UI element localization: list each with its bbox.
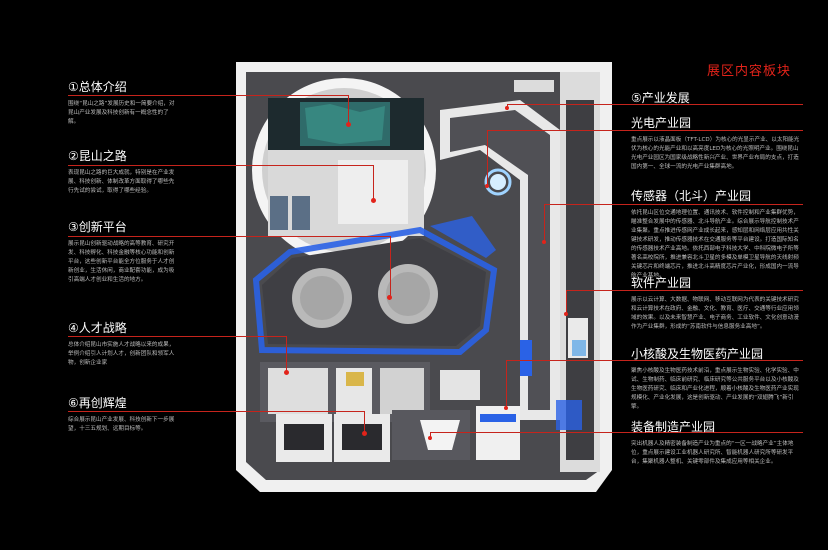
section-kunshan-road-body: 表现昆山之路的巨大成就，特别是在产业发展、科技创新、体制改革方面取得了哪些先行先… (68, 170, 175, 194)
section-sensor-heading: 传感器（北斗）产业园 (631, 189, 752, 203)
section-sensor-body: 依托昆山区位交通地理位置、通讯技术、软件控制和产业集群优势，瞄准整合发展中的传感… (631, 210, 799, 279)
section-innovation-platform: ③创新平台 展示昆山创新驱动战略的高等教育、研究开发、科技孵化、科技金融等核心功… (68, 219, 238, 285)
section-talent-strategy-body: 总体介绍昆山市实施人才战略以来的成果，举例介绍引人计划人才，创新团队和领军人物，… (68, 342, 175, 366)
section-optoelectronics-heading: 光电产业园 (631, 116, 692, 130)
section-nucleic-acid-biomedicine-park: 小核酸及生物医药产业园 聚焦小核酸及生物医药技术前沿，重点展示生物实验、化学实验… (631, 346, 803, 412)
corridor-floor (450, 110, 550, 410)
section-future-glory-body: 综合展示昆山产业发展、科技创新下一步展望，十三五规划、远期目标等。 (68, 417, 175, 432)
section-equipment-heading: 装备制造产业园 (631, 420, 716, 434)
industry-development-heading: ⑤产业发展 (631, 91, 690, 105)
section-future-glory: ⑥再创辉煌 综合展示昆山产业发展、科技创新下一步展望，十三五规划、远期目标等。 (68, 395, 238, 434)
section-kunshan-road-heading: ②昆山之路 (68, 149, 127, 163)
section-optoelectronics-body: 重点展示以液晶面板（TFT-LCD）为核心的光显示产业、以太阳能光伏为核心的光能… (631, 137, 800, 170)
section-equipment-body: 突出机器人及精密装备制造产业为重点的“一区一战略产业”主体地位，重点展示建设工业… (631, 441, 794, 465)
section-optoelectronics-park: 光电产业园 重点展示以液晶面板（TFT-LCD）为核心的光显示产业、以太阳能光伏… (631, 115, 803, 172)
section-innovation-platform-body: 展示昆山创新驱动战略的高等教育、研究开发、科技孵化、科技金融等核心功能和创新平台… (68, 241, 175, 283)
section-kunshan-road: ②昆山之路 表现昆山之路的巨大成就，特别是在产业发展、科技创新、体制改革方面取得… (68, 148, 238, 196)
section-software-body: 展示以云计算、大数据、物联网、移动互联网为代表的关键技术研究和云计算技术在政府、… (631, 297, 799, 330)
section-biomedicine-body: 聚焦小核酸及生物医药技术前沿，重点展示生物实验、化学实验、中试、生物制药、临床前… (631, 368, 799, 410)
section-software-park: 软件产业园 展示以云计算、大数据、物联网、移动互联网为代表的关键技术研究和云计算… (631, 275, 803, 332)
section-biomedicine-heading: 小核酸及生物医药产业园 (631, 347, 764, 361)
blue-glow-wall (252, 226, 498, 356)
section-future-glory-heading: ⑥再创辉煌 (68, 396, 127, 410)
section-overview-heading: ①总体介绍 (68, 80, 127, 94)
section-innovation-platform-heading: ③创新平台 (68, 220, 127, 234)
section-overview-body: 围绕“昆山之路”发展历史和一简要介绍，对昆山产业发展及科技创新有一概念性的了解。 (68, 101, 175, 125)
section-equipment-manufacturing-park: 装备制造产业园 突出机器人及精密装备制造产业为重点的“一区一战略产业”主体地位，… (631, 419, 803, 467)
ring-light (484, 168, 512, 196)
section-sensor-park: 传感器（北斗）产业园 依托昆山区位交通地理位置、通讯技术、软件控制和产业集群优势… (631, 188, 803, 281)
exhibit-content-title: 展区内容板块 (707, 64, 792, 79)
section-overview: ①总体介绍 围绕“昆山之路”发展历史和一简要介绍，对昆山产业发展及科技创新有一概… (68, 79, 238, 127)
section-talent-strategy: ④人才战略 总体介绍昆山市实施人才战略以来的成果，举例介绍引人计划人才，创新团队… (68, 320, 238, 368)
section-software-heading: 软件产业园 (631, 276, 692, 290)
section-talent-strategy-heading: ④人才战略 (68, 321, 127, 335)
